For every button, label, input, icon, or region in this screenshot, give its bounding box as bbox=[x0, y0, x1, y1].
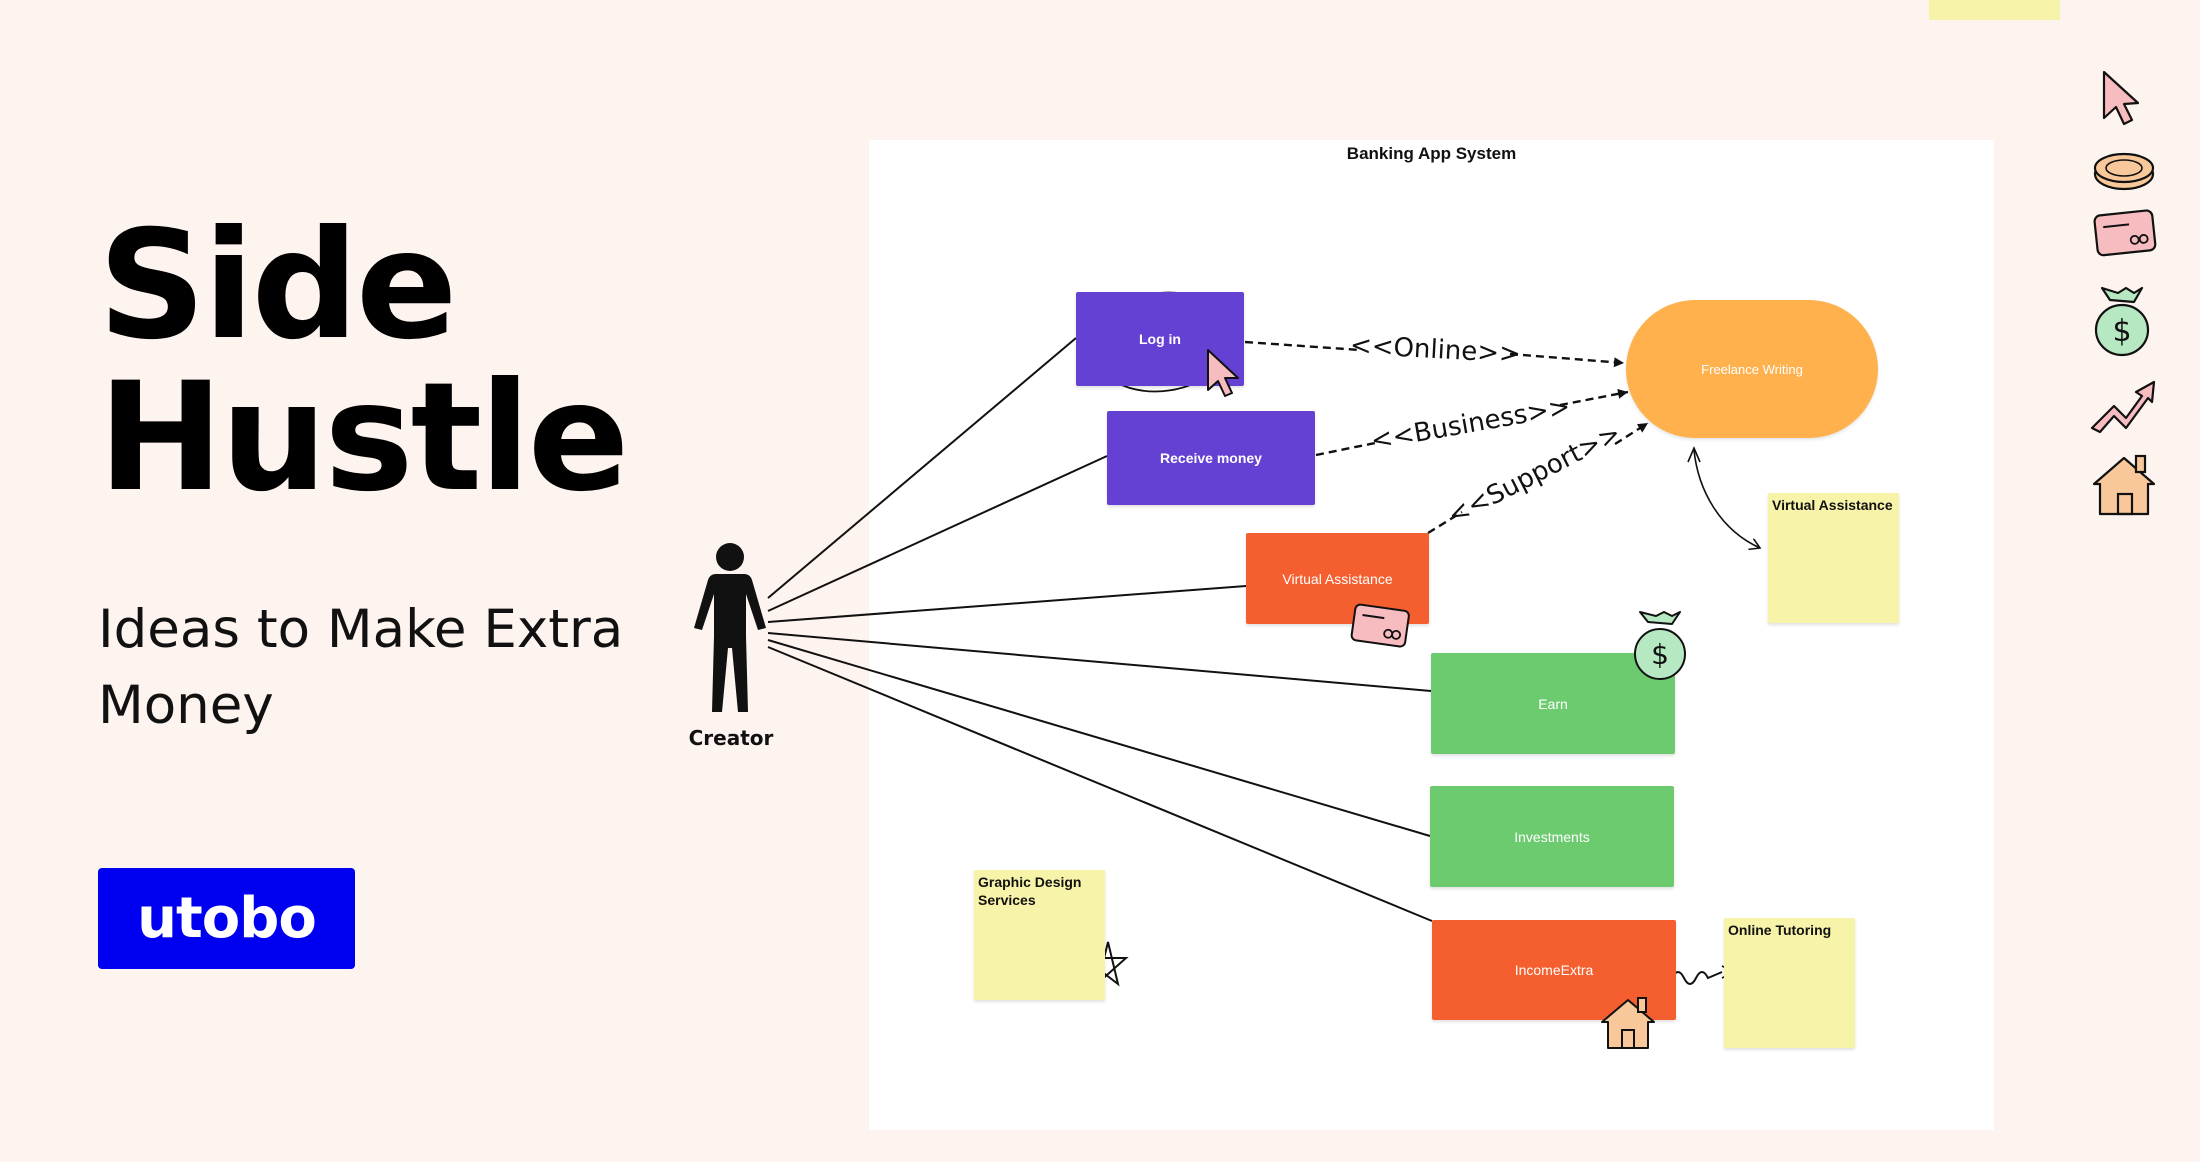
coin-icon[interactable] bbox=[2093, 152, 2155, 191]
curved-arrow bbox=[1693, 449, 1760, 548]
sticky-note-graphic-design[interactable]: Graphic Design Services bbox=[974, 870, 1105, 1000]
assoc-receive-money bbox=[767, 455, 1108, 612]
usecase-freelance-writing[interactable]: Freelance Writing bbox=[1626, 300, 1878, 438]
credit-card-icon[interactable] bbox=[2093, 209, 2157, 257]
usecase-receive-money[interactable]: Receive money bbox=[1107, 411, 1315, 505]
usecase-investments[interactable]: Investments bbox=[1430, 786, 1674, 887]
assoc-investments bbox=[767, 639, 1431, 837]
partial-sticky-note bbox=[1929, 0, 2060, 20]
sticky-note-virtual-assistance[interactable]: Virtual Assistance bbox=[1768, 493, 1899, 623]
assoc-income-extra bbox=[767, 646, 1433, 922]
money-bag-icon[interactable]: $ bbox=[2094, 286, 2150, 357]
diagram-title: Banking App System bbox=[1346, 144, 1517, 163]
assoc-earn bbox=[767, 632, 1432, 692]
title-line-2: Hustle bbox=[98, 351, 629, 525]
assoc-virtual-assistance bbox=[767, 585, 1247, 623]
brand-logo-button[interactable]: utobo bbox=[98, 868, 355, 969]
cursor-icon[interactable] bbox=[2102, 70, 2140, 126]
page-title: Side Hustle bbox=[98, 199, 629, 525]
actor-label: Creator bbox=[688, 726, 774, 750]
svg-text:$: $ bbox=[2112, 314, 2131, 349]
usecase-virtual-assistance[interactable]: Virtual Assistance bbox=[1246, 533, 1429, 624]
subtitle: Ideas to Make Extra Money bbox=[98, 599, 624, 736]
title-line-1: Side bbox=[98, 199, 458, 373]
sticky-note-online-tutoring[interactable]: Online Tutoring bbox=[1724, 918, 1855, 1048]
assoc-login bbox=[767, 337, 1077, 599]
house-icon[interactable] bbox=[2092, 454, 2156, 516]
trend-arrow-icon[interactable] bbox=[2090, 380, 2156, 434]
